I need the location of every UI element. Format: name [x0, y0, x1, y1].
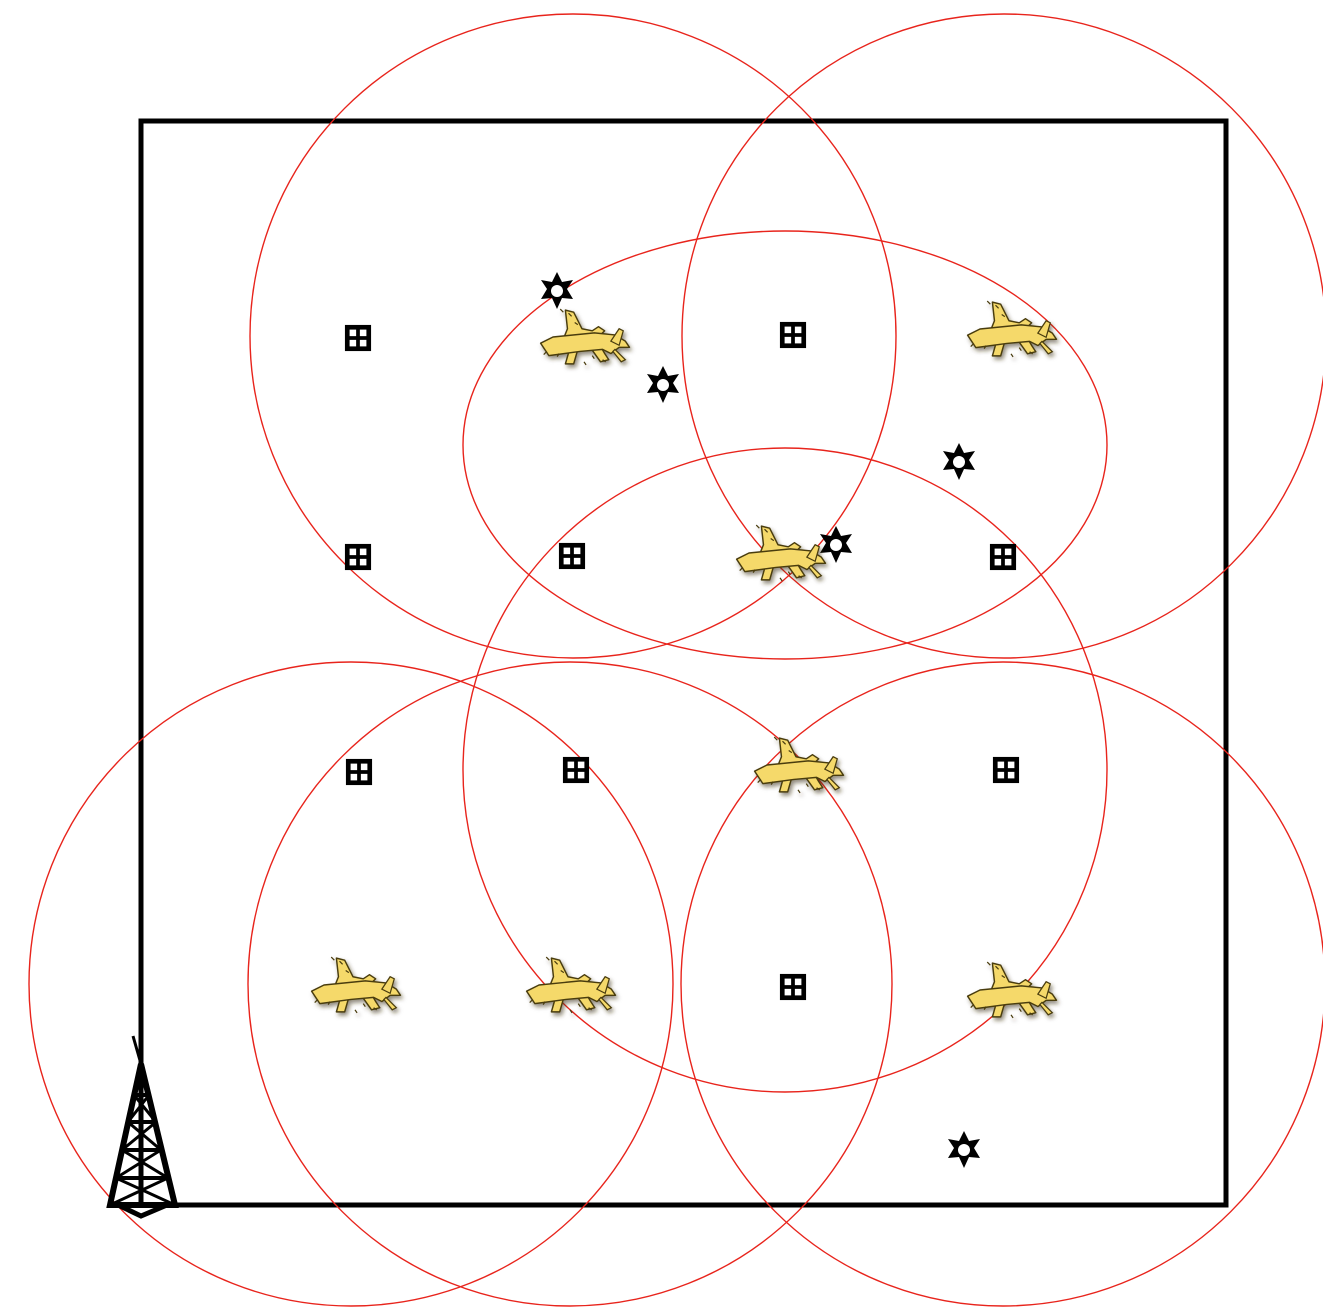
grid-node-icon: [989, 543, 1017, 571]
grid-node-icon: [779, 973, 807, 1001]
boundary-square: [138, 118, 1229, 1208]
grid-node-icon: [992, 756, 1020, 784]
grid-node-icon: [344, 543, 372, 571]
coverage-circle: [462, 230, 1108, 660]
radio-tower-icon: [106, 1035, 179, 1219]
airplane-icon: [525, 956, 617, 1014]
coverage-circle: [28, 661, 674, 1307]
star-burst-icon: [820, 526, 852, 563]
grid-node-icon: [562, 756, 590, 784]
airplane-icon: [310, 956, 402, 1014]
coverage-circle: [247, 661, 893, 1307]
airplanes: [310, 300, 1058, 1019]
airplane-icon: [966, 961, 1058, 1019]
coverage-circle: [249, 13, 897, 659]
coverage-circle: [462, 447, 1108, 1093]
coverage-circle: [680, 661, 1323, 1307]
airplane-icon: [539, 308, 631, 366]
airplane-icon: [753, 736, 845, 794]
grid-node-icon: [345, 758, 373, 786]
star-markers: [541, 272, 980, 1168]
grid-node-icon: [558, 542, 586, 570]
coverage-circle: [681, 13, 1323, 659]
airplane-icon: [966, 300, 1058, 358]
star-burst-icon: [647, 366, 679, 403]
star-burst-icon: [541, 272, 573, 309]
coverage-circles: [28, 13, 1323, 1307]
grid-nodes: [344, 321, 1020, 1001]
star-burst-icon: [943, 443, 975, 480]
grid-node-icon: [344, 324, 372, 352]
grid-node-icon: [779, 321, 807, 349]
star-burst-icon: [948, 1131, 980, 1168]
